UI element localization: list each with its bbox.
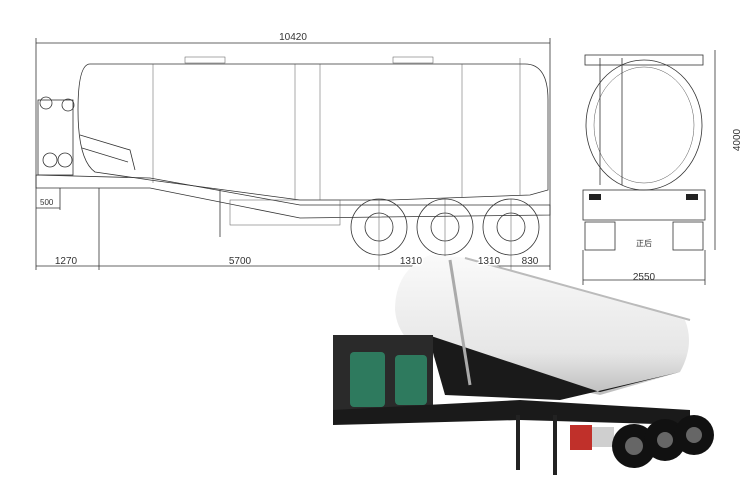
rear-view-label: 正后 (636, 238, 652, 248)
rear-view-drawing: 正后 2550 4000 (582, 50, 743, 285)
overall-length-label: 10420 (279, 32, 307, 43)
axle-spacing-2-label: 1310 (478, 256, 501, 267)
overall-height-label: 4000 (732, 128, 743, 151)
overall-width-label: 2550 (633, 272, 656, 283)
kingpin-to-axle-label: 5700 (229, 256, 252, 267)
axle-spacing-1-label: 1310 (400, 256, 423, 267)
rear-overhang-label: 830 (522, 256, 539, 267)
front-overhang-label: 1270 (55, 256, 78, 267)
trailer-photo (333, 255, 714, 475)
chassis-side (35, 174, 551, 270)
tank-side-view (77, 56, 549, 201)
blower-equipment-drawing (37, 96, 75, 176)
kingpin-height-label: 500 (40, 198, 54, 207)
bottom-dimension-labels: 1270 5700 1310 1310 830 (53, 255, 540, 269)
